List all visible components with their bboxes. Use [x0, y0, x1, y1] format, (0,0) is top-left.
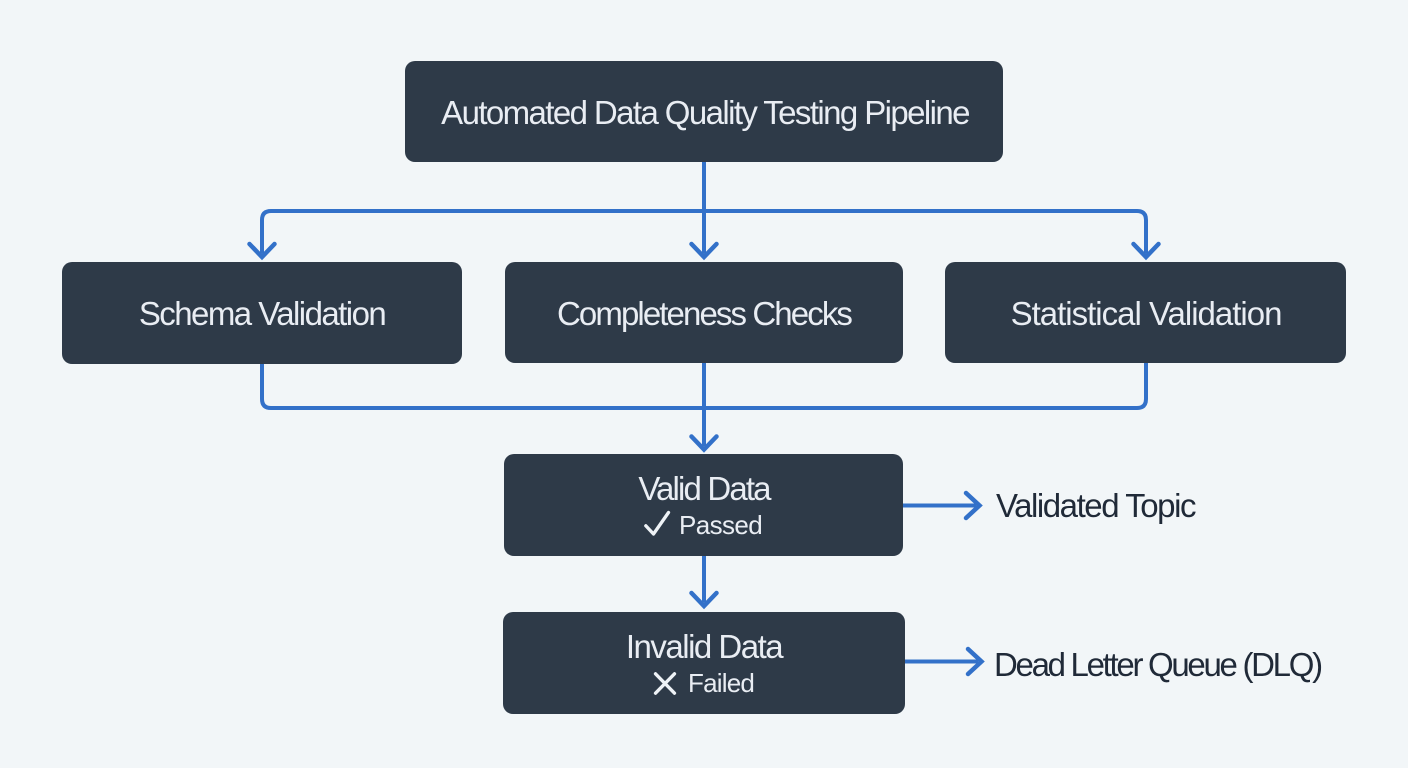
svg-text:Valid Data: Valid Data	[638, 470, 772, 507]
svg-text:Failed: Failed	[688, 668, 754, 698]
svg-text:Passed: Passed	[679, 510, 762, 540]
svg-text:Completeness Checks: Completeness Checks	[557, 295, 852, 332]
svg-text:Dead Letter Queue (DLQ): Dead Letter Queue (DLQ)	[994, 646, 1321, 683]
svg-text:Invalid Data: Invalid Data	[626, 628, 784, 665]
svg-text:Validated Topic: Validated Topic	[996, 487, 1196, 524]
svg-text:Statistical Validation: Statistical Validation	[1011, 295, 1282, 332]
svg-text:Schema Validation: Schema Validation	[139, 295, 386, 332]
svg-text:Automated Data Quality Testing: Automated Data Quality Testing Pipeline	[441, 94, 969, 131]
